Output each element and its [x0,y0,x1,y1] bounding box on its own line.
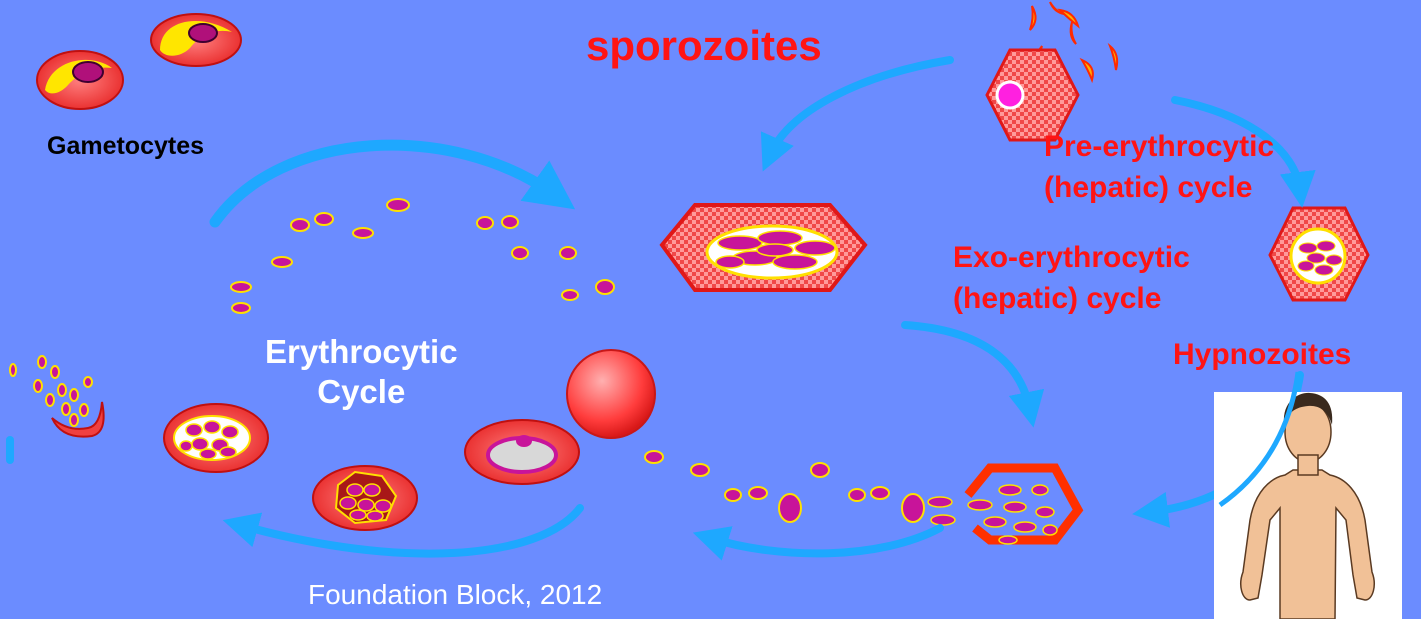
arrow-schizont-to-rupture [905,325,1030,410]
rbc-schizont [313,466,417,530]
label-erythrocytic-line-2: Cycle [265,372,458,412]
label-erythrocytic-cycle: Erythrocytic Cycle [265,332,458,412]
label-sporozoites: sporozoites [586,22,822,70]
gametocyte-cell-2 [151,14,241,66]
red-blood-cell-uninfected [567,350,655,438]
label-exo-erythrocytic: Exo-erythrocytic (hepatic) cycle [953,237,1190,319]
label-exo-erythrocytic-line-2: (hepatic) cycle [953,278,1190,319]
arrow-gametocytes-to-merozoites [215,145,555,222]
rbc-mature-schizont [164,404,268,472]
page-number: 9 [1338,582,1354,614]
label-pre-erythrocytic: Pre-erythrocytic (hepatic) cycle [1044,126,1274,208]
gametocyte-cell-1 [37,51,123,109]
hepatocyte-exo [1270,208,1368,300]
footer-text: Foundation Block, 2012 [308,579,602,611]
label-pre-erythrocytic-line-2: (hepatic) cycle [1044,167,1274,208]
rbc-ring-stage [465,420,579,484]
arrow-sporozoites-to-schizont [770,60,950,155]
hepatocyte-schizont [662,205,865,290]
hepatocyte-rupture [928,468,1078,544]
label-gametocytes: Gametocytes [47,132,204,161]
arrow-rupture-to-blood [710,528,940,553]
label-exo-erythrocytic-line-1: Exo-erythrocytic [953,237,1190,278]
label-pre-erythrocytic-line-1: Pre-erythrocytic [1044,126,1274,167]
label-hypnozoites: Hypnozoites [1173,338,1351,372]
human-figure-icon [1214,392,1402,619]
label-erythrocytic-line-1: Erythrocytic [265,332,458,372]
